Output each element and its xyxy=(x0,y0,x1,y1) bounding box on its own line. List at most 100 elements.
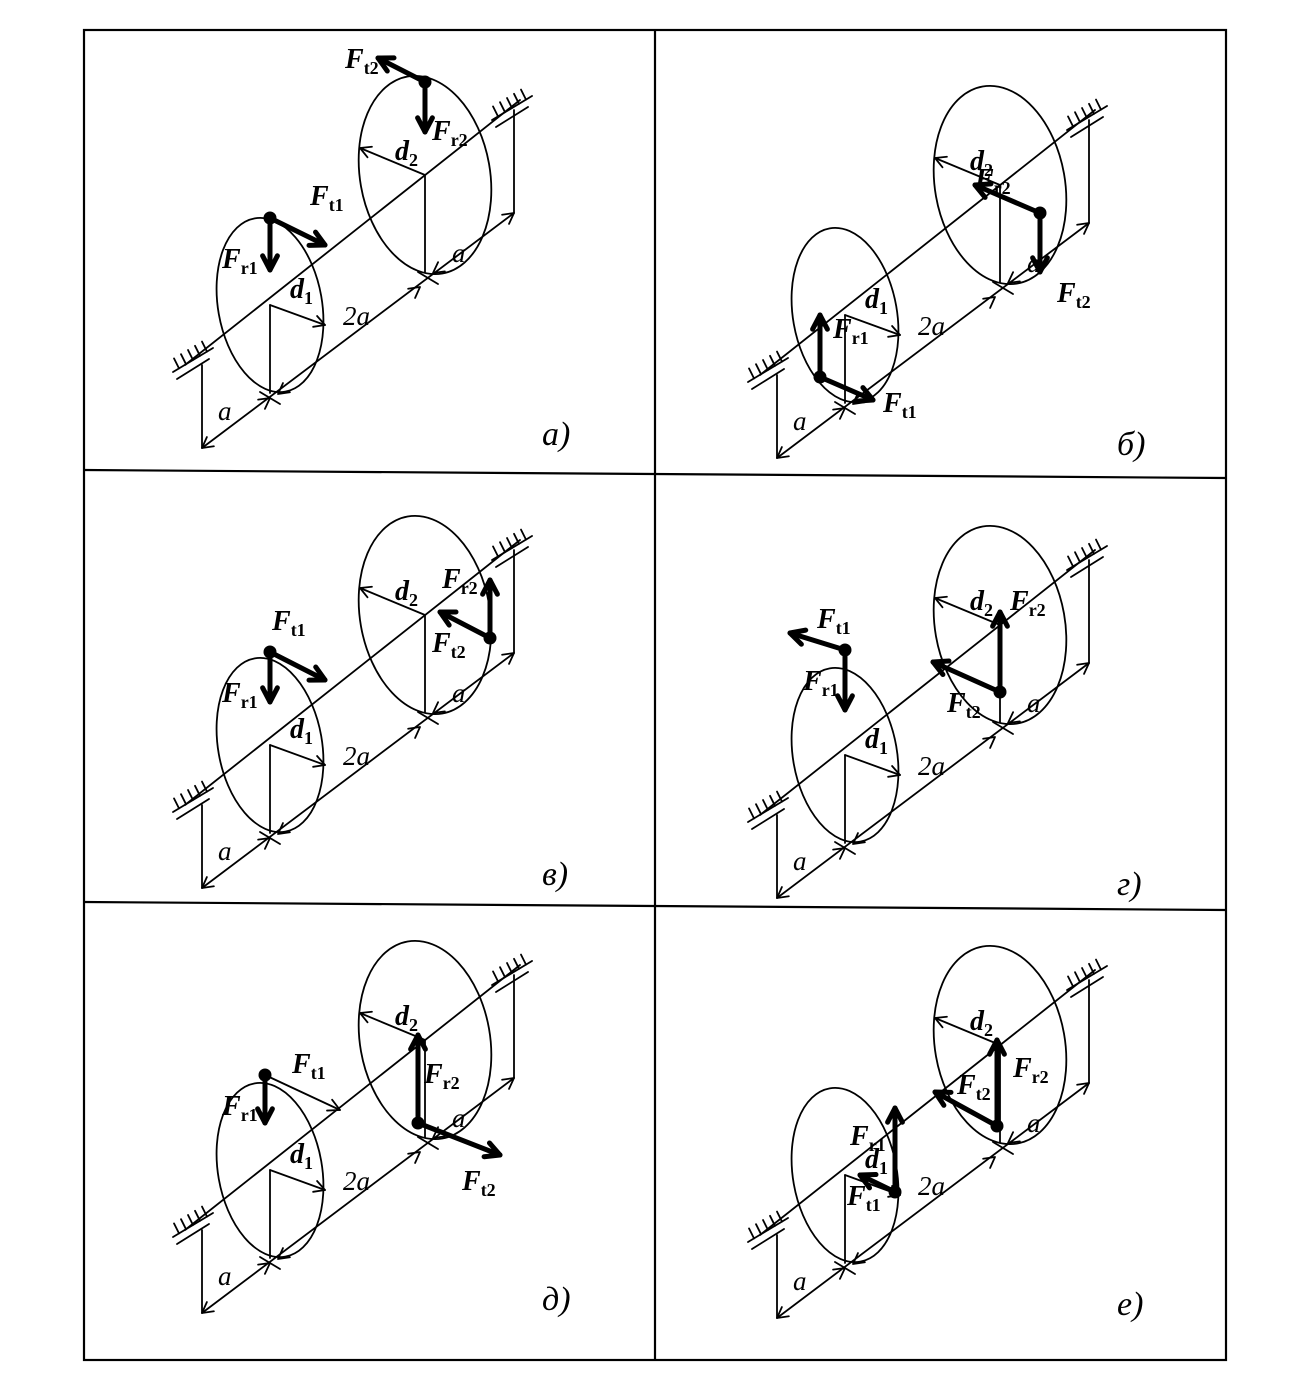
label-ft2: Ft2 xyxy=(344,44,379,78)
label-fr2: Fr2 xyxy=(1009,586,1046,620)
label-fr1-base: F xyxy=(221,244,241,275)
label-fr2-base: F xyxy=(441,564,461,595)
label-ft1: Ft1 xyxy=(846,1181,881,1215)
force-ft1-arrow-head xyxy=(306,229,328,248)
left-bearing-support-hatch xyxy=(776,790,783,803)
gear-1-radius xyxy=(269,744,326,766)
label-d1: d1 xyxy=(865,724,888,758)
label-ft2: Ft2 xyxy=(431,628,466,662)
label-d2-subscript: 2 xyxy=(984,160,993,180)
right-bearing-support-hatch xyxy=(520,88,527,101)
left-bearing-support xyxy=(747,790,789,830)
dim-tick-gear-2 xyxy=(992,281,1014,295)
gear-1-radius-head xyxy=(312,1180,326,1193)
label-fr2-base: F xyxy=(1012,1053,1032,1084)
shaft-axis xyxy=(184,539,521,806)
dim-label-2a: 2a xyxy=(918,311,945,341)
dim-arrow-left-start xyxy=(201,876,215,889)
left-bearing-support-hatch xyxy=(201,340,208,353)
shaft-axis xyxy=(184,99,521,366)
label-d2-subscript: 2 xyxy=(984,600,993,620)
left-bearing-support-hatch xyxy=(187,1214,194,1226)
right-bearing-support-hatch xyxy=(1088,962,1095,975)
label-ft2-base: F xyxy=(1056,278,1076,309)
panel-label: г) xyxy=(1117,866,1142,903)
gear-2-radius-head xyxy=(934,155,948,169)
gear-1 xyxy=(790,666,900,844)
left-bearing-support-base-2 xyxy=(751,808,785,830)
gear-2-radius xyxy=(359,1012,426,1041)
force-fr2-arrow-head xyxy=(990,609,1010,629)
dimension-line xyxy=(776,662,1090,899)
label-d1-subscript: 1 xyxy=(304,288,313,308)
right-bearing-support-hatch xyxy=(1081,547,1088,559)
dim-arrow-mid-start xyxy=(277,1247,291,1260)
dim-tick-gear-2 xyxy=(992,1141,1014,1155)
right-bearing-support-hatch xyxy=(1088,102,1095,115)
force-fr1-arrow-head xyxy=(835,693,855,713)
force-ft1-arrow-shaft xyxy=(787,630,848,653)
left-bearing-support-hatch xyxy=(755,803,762,816)
force-ft2-arrow-shaft xyxy=(437,609,493,641)
dim-label-a-left: a xyxy=(218,836,232,866)
right-bearing-support-hatch xyxy=(1067,115,1074,128)
force-ft1-arrow-shaft xyxy=(817,374,876,403)
dim-arrow-left-start xyxy=(776,446,790,459)
label-d1-base: d xyxy=(290,714,305,745)
label-fr2: Fr2 xyxy=(1012,1053,1049,1087)
right-bearing-support xyxy=(1066,958,1108,998)
dim-arrow-mid-end xyxy=(982,736,996,749)
right-bearing-support xyxy=(491,88,533,128)
left-bearing-support-hatch xyxy=(748,1227,755,1240)
right-bearing-support-hatch xyxy=(513,92,520,105)
panel-label: а) xyxy=(542,416,570,453)
gear-1-radius-head xyxy=(887,765,901,778)
dimension-line xyxy=(201,212,515,449)
right-bearing-support-hatch xyxy=(506,962,513,974)
force-fr2-arrow xyxy=(990,609,1010,695)
right-bearing-support xyxy=(1066,538,1108,578)
left-bearing-support-hatch xyxy=(180,793,187,806)
force-fr1-arrow-head xyxy=(255,1106,275,1126)
dim-label-a-left: a xyxy=(793,1266,807,1296)
dim-tick-gear-2 xyxy=(417,1136,439,1150)
force-fr2-arrow-head xyxy=(415,115,435,135)
label-ft2-subscript: t2 xyxy=(451,642,466,662)
label-fr1: Fr1 xyxy=(849,1121,886,1155)
force-ft1-arrow-shaft xyxy=(857,1172,898,1195)
right-bearing-support-hatch xyxy=(1081,107,1088,119)
label-d2-base: d xyxy=(395,576,410,607)
left-bearing-support-hatch xyxy=(194,784,201,797)
label-fr1-subscript: r1 xyxy=(241,692,258,712)
label-d1-base: d xyxy=(865,1144,880,1175)
force-ft2-arrow-shaft xyxy=(375,55,428,85)
left-bearing-support-hatch xyxy=(769,1214,776,1227)
label-d1-base: d xyxy=(865,724,880,755)
force-ft1-arrow-shaft xyxy=(267,215,328,248)
left-bearing-support-hatch xyxy=(755,1223,762,1236)
label-d2: d2 xyxy=(395,1001,418,1035)
dim-arrow-right-end xyxy=(1076,222,1090,235)
label-d1: d1 xyxy=(290,1139,313,1173)
horizontal-divider-2 xyxy=(83,900,1227,912)
panel-label: б) xyxy=(1117,426,1145,463)
label-ft2: Ft2 xyxy=(946,688,981,722)
dim-tick-gear-1 xyxy=(259,1256,281,1270)
gear-2-radius xyxy=(359,147,426,176)
force-ft2-arrow xyxy=(437,609,493,641)
shaft-axis xyxy=(759,549,1096,816)
left-bearing-support-hatch xyxy=(762,799,769,811)
dim-arrow-mid-end xyxy=(407,286,421,299)
label-ft2-base: F xyxy=(431,628,451,659)
left-bearing-support xyxy=(172,340,214,380)
label-fr1-subscript: r1 xyxy=(241,1105,258,1125)
label-fr2-subscript: r2 xyxy=(451,130,468,150)
dim-tick-gear-2 xyxy=(417,271,439,285)
gear-2-radius xyxy=(934,157,1001,186)
dimension-line xyxy=(201,1077,515,1314)
label-fr2-base: F xyxy=(431,116,451,147)
gear-2 xyxy=(932,944,1068,1146)
left-bearing-support-hatch xyxy=(762,1219,769,1231)
dim-arrow-left-start xyxy=(201,1301,215,1314)
